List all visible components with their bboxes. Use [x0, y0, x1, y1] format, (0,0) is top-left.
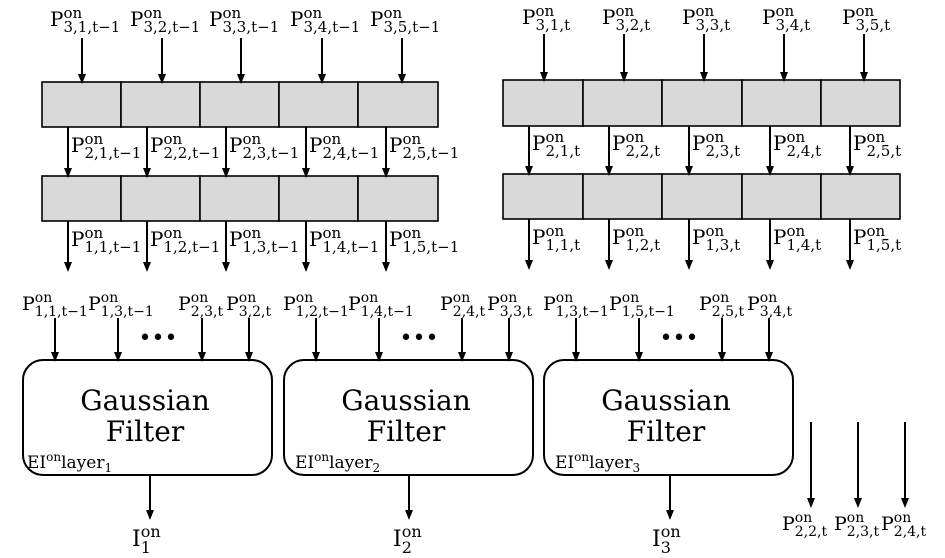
filter-title-line1: Gaussian [601, 384, 731, 417]
cell-row2-5 [820, 173, 901, 220]
cell-row2-3 [661, 173, 743, 220]
layer-label-2: EIonlayer2 [295, 450, 380, 475]
cell-row3-3 [199, 81, 280, 128]
layer-label-1: EIonlayer1 [27, 450, 112, 475]
cell-row2-1 [41, 175, 122, 222]
cell-row2-4 [741, 173, 822, 220]
cell-row2-3 [199, 175, 280, 222]
cell-row3-1 [41, 81, 122, 128]
gaussian-filter-box-3 [543, 359, 794, 476]
filter-title-line2: Filter [367, 415, 446, 448]
ellipsis: ••• [139, 326, 178, 351]
cell-row3-4 [278, 81, 359, 128]
filter-title-line1: Gaussian [341, 384, 471, 417]
filter-title-line2: Filter [627, 415, 706, 448]
cell-row2-5 [357, 175, 439, 222]
filter-title-line1: Gaussian [80, 384, 210, 417]
cell-row3-4 [741, 79, 822, 127]
cell-row3-1 [502, 79, 584, 127]
cell-row3-2 [582, 79, 663, 127]
filter-title-line2: Filter [106, 415, 185, 448]
gaussian-filter-box-1 [22, 359, 273, 476]
cell-row2-2 [582, 173, 663, 220]
cell-row2-2 [120, 175, 201, 222]
cell-row3-5 [357, 81, 439, 128]
ellipsis: ••• [400, 326, 439, 351]
ellipsis: ••• [660, 326, 699, 351]
layer-label-3: EIonlayer3 [555, 450, 640, 475]
cell-row3-3 [661, 79, 743, 127]
cell-row3-5 [820, 79, 901, 127]
arrows [51, 34, 909, 520]
cell-row3-2 [120, 81, 201, 128]
cell-row2-1 [502, 173, 584, 220]
cell-row2-4 [278, 175, 359, 222]
